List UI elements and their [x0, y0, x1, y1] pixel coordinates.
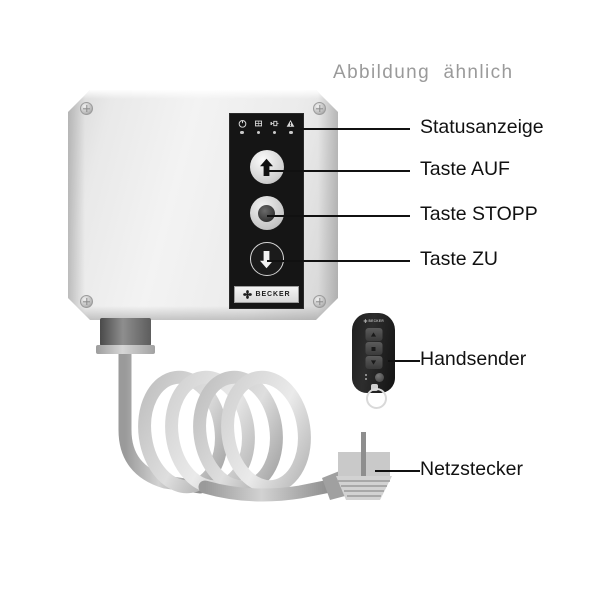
brand-name: BECKER: [255, 291, 291, 298]
status-power: [238, 119, 247, 135]
figure-caption: Abbildung ähnlich: [333, 62, 514, 83]
arrow-down-icon: [260, 250, 273, 268]
stop-circle-icon: [258, 204, 275, 222]
housing-left-shading: [68, 90, 85, 320]
button-down[interactable]: [249, 242, 284, 276]
led-display: [256, 131, 261, 135]
status-warning: [286, 119, 295, 135]
handheld-remote[interactable]: BECKER: [352, 313, 395, 393]
remote-indicator-dots: [365, 374, 367, 380]
housing-bottom-shading: [68, 306, 338, 320]
display-icon: [254, 120, 262, 127]
callout-handsender: Handsender: [420, 348, 527, 370]
callout-taste-auf: Taste AUF: [420, 158, 510, 180]
keyring-neck: [371, 384, 378, 391]
remote-button-up[interactable]: [365, 328, 382, 341]
cable-gland: [100, 318, 151, 346]
callout-statusanzeige: Statusanzeige: [420, 116, 544, 138]
flower-logo-icon: [242, 290, 252, 299]
led-link: [272, 131, 277, 135]
power-icon: [238, 119, 246, 128]
status-link: [270, 119, 279, 135]
control-panel: BECKER: [229, 113, 304, 309]
button-up[interactable]: [249, 150, 284, 184]
flower-logo-icon: [363, 319, 367, 323]
leader-line-taste-zu: [267, 260, 410, 262]
leader-line-statusanzeige: [300, 128, 410, 130]
button-stop[interactable]: [249, 196, 284, 230]
leader-line-taste-auf: [267, 170, 410, 172]
leader-line-taste-stopp: [267, 215, 410, 217]
status-indicator-row: [230, 119, 303, 135]
remote-channel-button[interactable]: [375, 373, 384, 382]
callout-taste-stopp: Taste STOPP: [420, 203, 538, 225]
indicator-dot: [365, 374, 367, 376]
indicator-dot: [365, 378, 367, 380]
housing-right-shading: [318, 90, 338, 320]
link-icon: [270, 120, 279, 127]
remote-brand: BECKER: [363, 319, 384, 323]
callout-netzstecker: Netzstecker: [420, 458, 523, 480]
housing-screw-bottom-left: [80, 295, 93, 308]
led-power: [240, 131, 244, 135]
remote-button-stop[interactable]: [365, 342, 382, 355]
triangle-down-icon: [370, 360, 377, 365]
status-display: [254, 119, 263, 135]
callout-taste-zu: Taste ZU: [420, 248, 499, 270]
leader-line-handsender: [388, 360, 420, 362]
housing-highlight: [68, 90, 338, 99]
arrow-up-icon: [260, 158, 273, 176]
brand-strip: BECKER: [234, 286, 299, 303]
square-icon: [371, 346, 376, 351]
housing-screw-top-left: [80, 102, 93, 115]
warning-icon: [287, 119, 295, 127]
led-warning: [289, 131, 293, 135]
keyring-loop: [366, 388, 387, 409]
remote-button-down[interactable]: [365, 356, 382, 369]
housing-screw-top-right: [313, 102, 326, 115]
triangle-up-icon: [370, 332, 377, 337]
housing-screw-bottom-right: [313, 295, 326, 308]
remote-brand-name: BECKER: [368, 319, 385, 323]
leader-line-netzstecker: [375, 470, 420, 472]
cable-gland-collar: [96, 345, 155, 354]
